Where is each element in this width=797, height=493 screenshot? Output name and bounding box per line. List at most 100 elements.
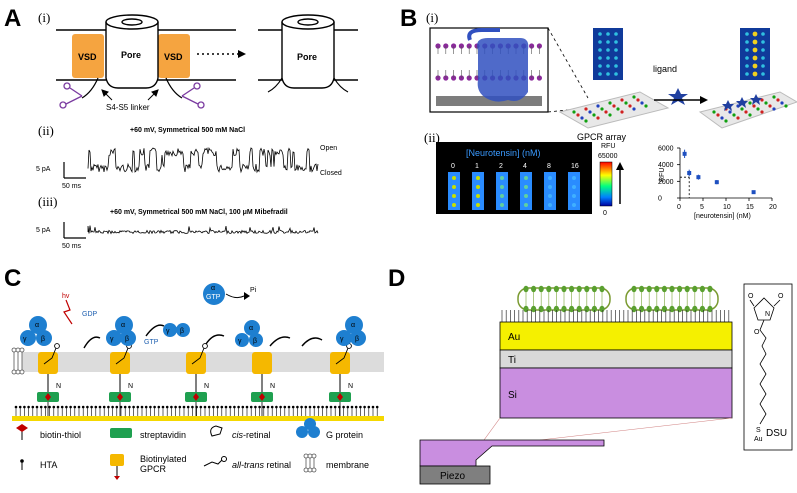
- b-image-spot: [752, 47, 758, 53]
- c-hta-head: [245, 405, 249, 409]
- c-hta-head: [157, 405, 161, 409]
- b-image-spot: [752, 71, 758, 77]
- d-dsu-o3: O: [754, 329, 760, 336]
- c-gp3-beta: β: [180, 328, 184, 335]
- c-hta-head: [199, 405, 203, 409]
- d-nanodisc-protein: [561, 305, 567, 313]
- b-strip-spot: [476, 194, 480, 198]
- c-hta-head: [27, 405, 30, 409]
- c-retinal-icon: [115, 347, 129, 365]
- b-array-spot: [640, 101, 644, 105]
- c-hv-arrow: [63, 299, 73, 325]
- c-hta-head: [308, 405, 312, 409]
- d-nanodisc-protein: [707, 305, 713, 313]
- b-array-spot: [728, 110, 732, 114]
- d-au-label: Au: [508, 332, 520, 343]
- c-n-terminus-label: N: [270, 383, 275, 390]
- c-g-protein-1: [20, 316, 52, 346]
- c-hta-head: [94, 405, 98, 409]
- b-chart-y-tick-label: 0: [658, 196, 662, 203]
- b-array-spot: [716, 113, 720, 117]
- c-hta-head: [228, 405, 232, 409]
- d-nanodisc-protein: [523, 285, 529, 293]
- b-array-spot: [748, 113, 752, 117]
- c-n-terminus-label: N: [56, 383, 61, 390]
- b-image-spot: [598, 32, 602, 36]
- c-hta-head: [161, 405, 165, 409]
- b-image-spot: [761, 32, 765, 36]
- b-strip-spot: [476, 185, 480, 189]
- b-image-spot: [745, 64, 749, 68]
- b-image-spot: [606, 32, 610, 36]
- c-hta-head: [170, 405, 173, 409]
- c-legend-hta-label: HTA: [40, 460, 57, 470]
- b-ligand-label: ligand: [653, 64, 677, 74]
- c-hta-head: [140, 405, 144, 409]
- d-nanodisc-protein: [654, 305, 660, 313]
- b-chart-point: [751, 190, 756, 195]
- c-biotin: [193, 393, 199, 401]
- d-ti-label: Ti: [508, 355, 516, 366]
- c-hta-head: [153, 405, 156, 409]
- d-dsu-au: Au: [754, 436, 763, 443]
- c-hta-head: [115, 405, 119, 409]
- d-nanodisc-protein: [669, 285, 675, 293]
- b-neurotensin-strip: [496, 172, 508, 210]
- b-image-spot: [752, 39, 758, 45]
- c-legend-g-protein-label: G protein: [326, 430, 363, 440]
- a-trace-ii-title: +60 mV, Symmetrical 500 mM NaCl: [130, 127, 245, 134]
- d-nanodisc-protein: [553, 285, 560, 293]
- d-nanodisc-protein: [538, 305, 544, 313]
- c-hta-head: [329, 405, 333, 409]
- b-chart-point: [714, 180, 719, 185]
- b-neurotensin-strip: [448, 172, 460, 210]
- b-image-spot: [614, 72, 618, 76]
- b-rfu-colorbar: [599, 161, 613, 207]
- b-array-spot: [632, 95, 636, 99]
- c-hta-head: [23, 405, 26, 409]
- c-hta-head: [48, 405, 51, 409]
- b-concentration-label: 8: [547, 163, 551, 170]
- c-hta-head: [44, 405, 47, 409]
- b-strip-spot: [500, 203, 504, 207]
- b-neurotensin-strip: [544, 172, 556, 210]
- a-vsd-left-label: VSD: [78, 52, 97, 62]
- a-pore-open: [105, 14, 159, 89]
- b-array-spot: [620, 110, 624, 114]
- c-legend-g-protein-icon: [304, 418, 316, 430]
- b-image-spot: [598, 72, 602, 76]
- c-hta-head: [207, 405, 211, 409]
- a-scalebar-iii-pa: 5 pA: [36, 227, 51, 234]
- c-hta-head: [359, 405, 362, 409]
- b-array-spot: [596, 116, 600, 120]
- c-legend-streptavidin-label: streptavidin: [140, 430, 186, 440]
- c-legend-trans-retinal-icon: [203, 459, 223, 467]
- b-array-spot: [588, 110, 592, 114]
- b-neurotensin-strip: [520, 172, 532, 210]
- c-gpcr: [38, 352, 58, 374]
- c-biotin: [45, 393, 51, 401]
- b-image-spot: [614, 40, 618, 44]
- b-array-spot: [580, 116, 584, 120]
- d-nanodisc-protein: [684, 285, 690, 293]
- c-hta-head: [233, 405, 236, 409]
- b-image-spot: [606, 72, 610, 76]
- c-hta-head: [321, 405, 324, 409]
- a-vsd-right-label: VSD: [164, 52, 183, 62]
- b-array-spot: [756, 107, 760, 111]
- c-hta-head: [270, 405, 274, 409]
- b-concentration-label: 4: [523, 163, 527, 170]
- d-nanodiscs: [517, 285, 719, 313]
- b-strip-spot: [548, 176, 552, 180]
- c-process-arrows: [83, 324, 323, 349]
- c-hta-head: [241, 405, 245, 409]
- c-legend-trans-retinal-label: all-trans retinal: [232, 460, 291, 470]
- c-hta-head: [291, 405, 295, 409]
- a-sublabel-iii: (iii): [38, 194, 58, 209]
- c-pi-label: Pi: [250, 287, 257, 294]
- b-ligand-arrow: [654, 96, 708, 104]
- d-nanodisc-protein: [569, 305, 575, 313]
- b-neurotensin-image: [436, 142, 592, 214]
- b-strip-spot: [452, 203, 456, 207]
